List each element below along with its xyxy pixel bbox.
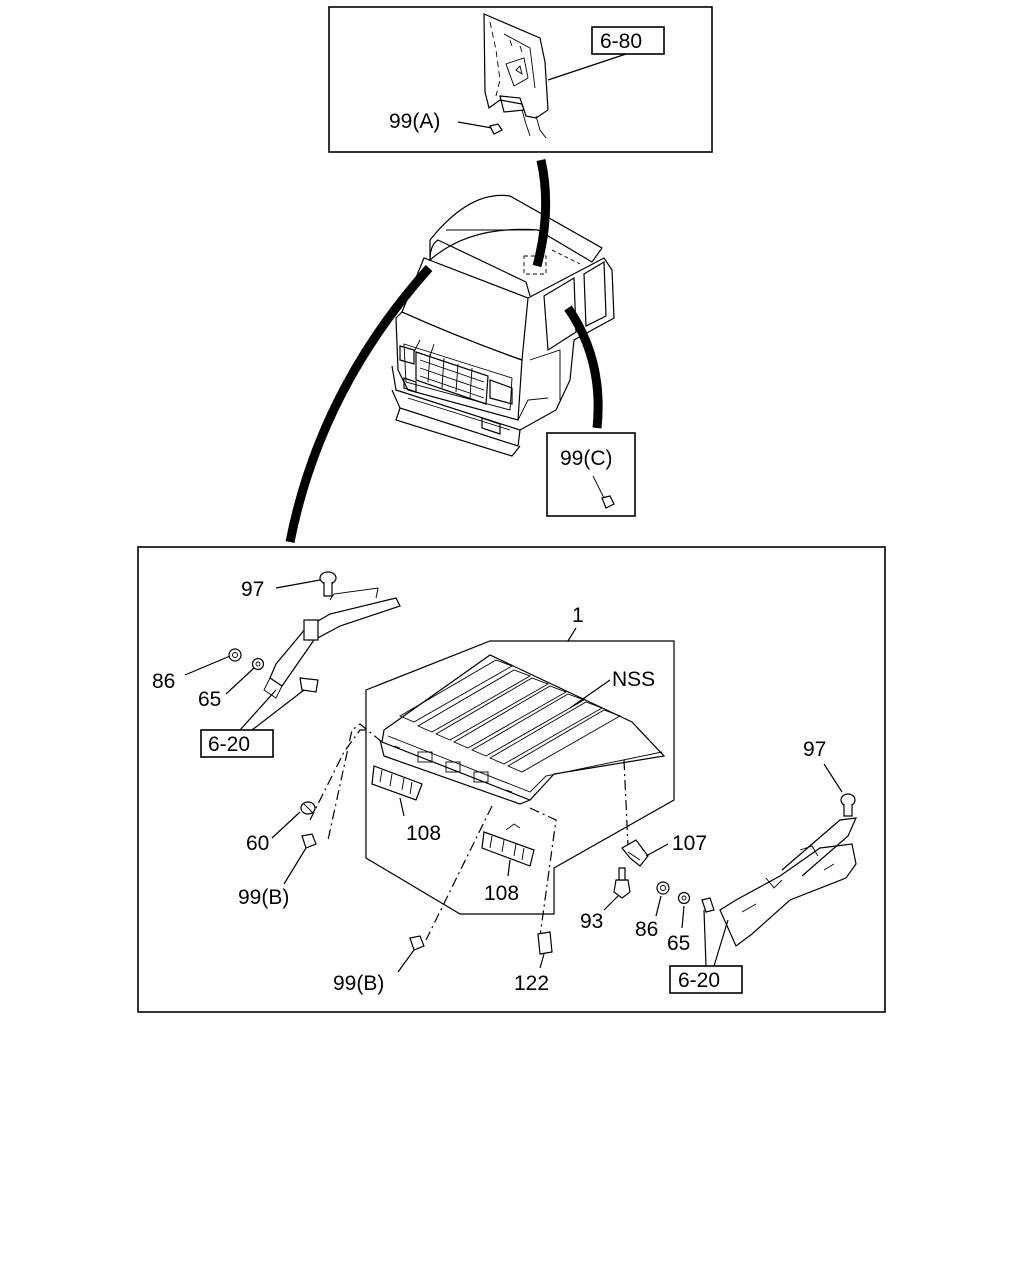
top-inset-frame	[328, 6, 713, 153]
main-detail-frame	[137, 546, 886, 1013]
right-trim-drawing	[701, 817, 857, 947]
truck-cab-drawing	[391, 194, 615, 457]
washer-icon	[251, 657, 265, 671]
part-108-lower-label: 108	[484, 882, 519, 905]
pillar-bracket-drawing	[483, 13, 549, 139]
part-86-right-label: 86	[635, 918, 658, 941]
roof-panel-drawing	[365, 640, 675, 915]
washer-icon	[656, 881, 670, 895]
ref-6-20-left-box	[200, 729, 274, 758]
clip-107-drawing	[621, 839, 649, 867]
bolt-icon	[319, 571, 337, 597]
part-99b-bottom-label: 99(B)	[333, 972, 384, 995]
nss-label: NSS	[612, 668, 655, 691]
ref-6-20-right-label: 6-20	[678, 969, 720, 992]
clip-nut-icon	[301, 833, 317, 849]
part-65-left-label: 65	[198, 688, 221, 711]
part-97-left-label: 97	[241, 578, 264, 601]
leader-arc-top	[532, 159, 551, 268]
plug-icon	[300, 801, 316, 815]
clip-nut-icon	[601, 495, 615, 509]
bracket-108-lower-drawing	[481, 823, 535, 867]
clip-nut-icon	[409, 935, 425, 951]
part-1-label: 1	[572, 604, 584, 627]
bolt-icon	[840, 793, 856, 817]
leader-arc-main	[285, 265, 433, 543]
main-detail: 1 NSS 97 86 65 6-20	[137, 546, 886, 1013]
part-86-left-label: 86	[152, 670, 175, 693]
ref-6-80-label: 6-80	[600, 30, 642, 53]
ref-6-80-box	[591, 26, 665, 55]
part-122-label: 122	[514, 972, 549, 995]
part-99b-left-label: 99(B)	[238, 886, 289, 909]
ref-6-20-left-label: 6-20	[208, 733, 250, 756]
part-99a-label: 99(A)	[389, 110, 440, 133]
bolt-icon	[613, 867, 631, 899]
callout-99c-frame	[546, 432, 636, 517]
callout-99c: 99(C)	[546, 432, 636, 517]
washer-icon	[677, 891, 691, 905]
washer-icon	[228, 648, 242, 662]
part-60-label: 60	[246, 832, 269, 855]
clip-nut-icon	[489, 123, 503, 135]
part-65-right-label: 65	[667, 932, 690, 955]
leader-arc-99c	[564, 305, 603, 429]
part-108-upper-label: 108	[406, 822, 441, 845]
part-97-right-label: 97	[803, 738, 826, 761]
part-99c-label: 99(C)	[560, 447, 613, 470]
part-107-label: 107	[672, 832, 707, 855]
fastener-icon	[537, 931, 553, 955]
part-93-label: 93	[580, 910, 603, 933]
top-inset: 6-80 99(A)	[328, 6, 713, 153]
left-trim-drawing	[263, 587, 401, 699]
bracket-108-upper-drawing	[371, 765, 423, 801]
